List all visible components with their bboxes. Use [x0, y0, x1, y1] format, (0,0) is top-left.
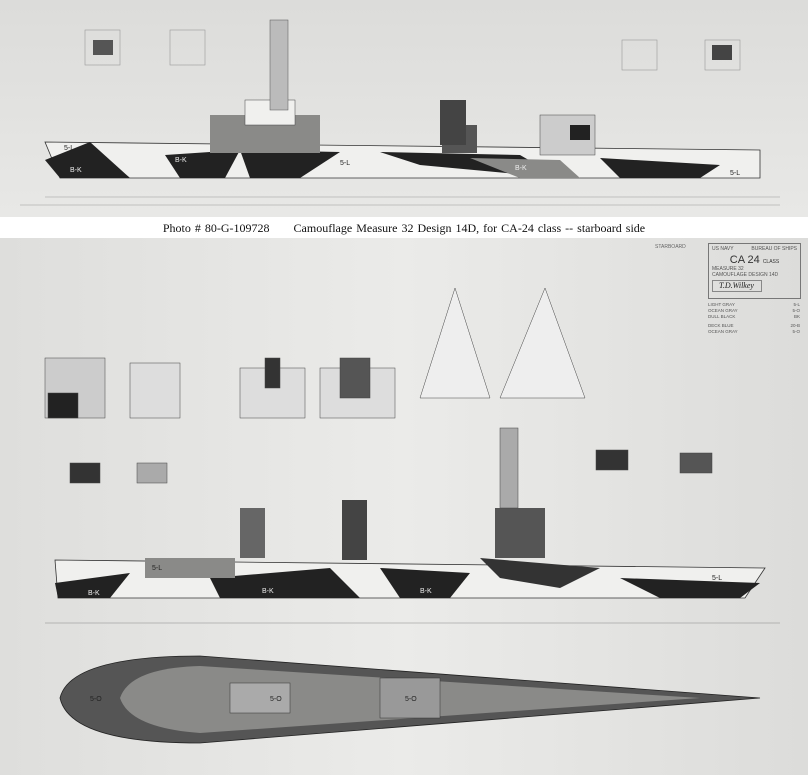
paint-label: B-K	[262, 588, 274, 595]
legend-code: BK	[793, 314, 800, 319]
paint-label: B-K	[420, 588, 432, 595]
legend-row: DULL BLACK BK	[708, 314, 800, 320]
legend-name: OCEAN GRAY	[708, 308, 738, 313]
paint-label: 5-L	[730, 170, 740, 177]
paint-label: 5-O	[90, 696, 102, 703]
legend-code: 5-O	[792, 329, 800, 334]
signature: T.D.Wilkey	[712, 280, 762, 292]
ship-profile-drawing-top: 5-L B-K B-K 5-L B-K 5-L	[20, 19, 780, 206]
ship-plan-drawing: 5-L B-K B-K B-K 5-L 5-O 5-O 5-O	[44, 287, 780, 744]
org-left: US NAVY	[712, 246, 734, 252]
bottom-drawing-sheet: 5-L B-K B-K B-K 5-L 5-O 5-O 5-O	[0, 238, 808, 775]
paint-label: 5-O	[405, 696, 417, 703]
legend-code: 5-L	[793, 302, 800, 307]
photo-caption: Photo # 80-G-109728 Camouflage Measure 3…	[0, 218, 808, 238]
color-legend: LIGHT GRAY 5-L OCEAN GRAY 5-O DULL BLACK BK…	[708, 302, 800, 335]
paint-label: 5-L	[340, 160, 350, 167]
paint-label: B-K	[70, 167, 82, 174]
legend-name: LIGHT GRAY	[708, 302, 735, 307]
paint-label: 5-L	[64, 145, 74, 152]
side-label: STARBOARD	[655, 244, 686, 250]
org-right: BUREAU OF SHIPS	[751, 246, 797, 252]
measure: MEASURE 32	[712, 266, 744, 272]
paint-label: 5-L	[712, 575, 722, 582]
paint-label: 5-O	[270, 696, 282, 703]
legend-name: DULL BLACK	[708, 314, 736, 319]
legend-name: OCEAN GRAY	[708, 329, 738, 334]
design: CAMOUFLAGE DESIGN 14D	[712, 272, 779, 278]
legend-row: OCEAN GRAY 5-O	[708, 329, 800, 335]
paint-label: B-K	[175, 157, 187, 164]
caption-title: Camouflage Measure 32 Design 14D, for CA…	[293, 221, 646, 235]
paint-label: B-K	[515, 165, 527, 172]
legend-code: 5-O	[792, 308, 800, 313]
photo-number: Photo # 80-G-109728	[162, 221, 270, 235]
legend-name: DECK BLUE	[708, 323, 734, 328]
legend-row: LIGHT GRAY 5-L	[708, 302, 800, 308]
legend-code: 20-B	[790, 323, 800, 328]
legend-row: OCEAN GRAY 5-O	[708, 308, 800, 314]
paint-label: B-K	[88, 590, 100, 597]
ship-class: CA 24	[729, 254, 760, 266]
top-drawing-starboard-view: 5-L B-K B-K 5-L B-K 5-L	[0, 0, 808, 217]
title-block: US NAVY BUREAU OF SHIPS CA 24 CLASS MEASU…	[708, 243, 801, 299]
ship-class-suffix: CLASS	[762, 259, 780, 265]
paint-label: 5-L	[152, 565, 162, 572]
legend-row: DECK BLUE 20-B	[708, 323, 800, 329]
